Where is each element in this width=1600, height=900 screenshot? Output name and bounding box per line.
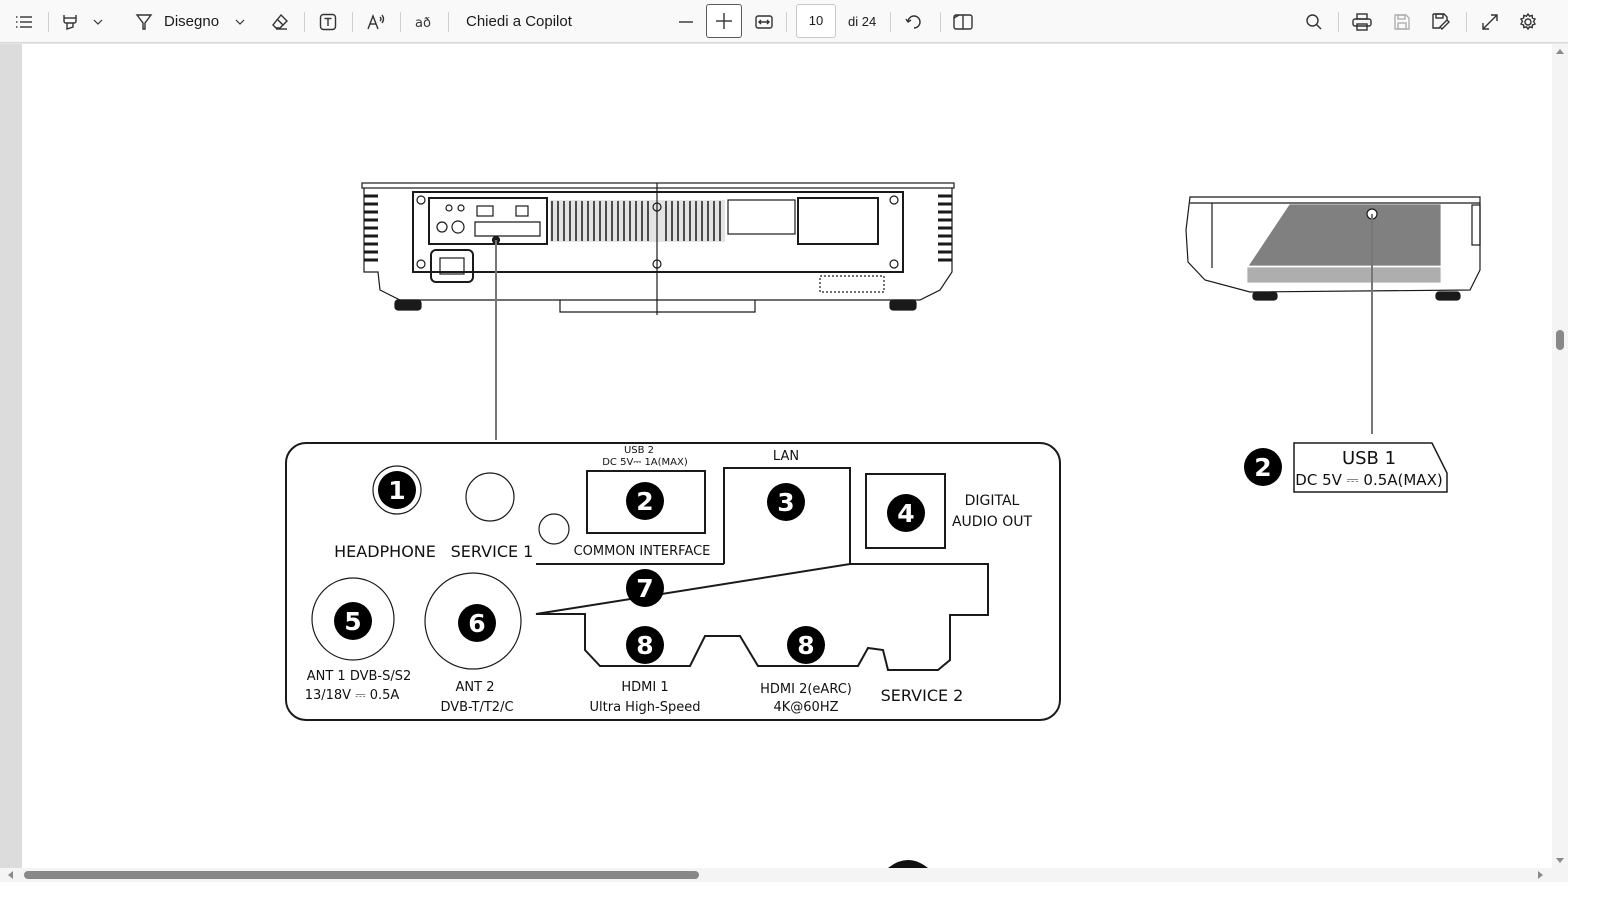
badge-5 [334,602,372,640]
badge-2-number: 2 [636,487,653,516]
badge-5-number: 5 [344,607,361,636]
toolbar-separator [890,12,891,32]
scroll-up-arrow-icon[interactable] [1556,49,1564,54]
label-hdmi2-resolution: 4K@60HZ [773,700,838,715]
badge-8-hdmi2 [787,626,825,664]
print-icon[interactable] [1350,0,1374,43]
projector-side-view [1185,196,1481,434]
label-usb1-power: DC 5V ⎓ 0.5A(MAX) [1295,471,1442,489]
label-ant1: ANT 1 DVB-S/S2 [307,669,412,684]
toolbar-separator [786,12,787,32]
svg-text:ð: ð [423,16,431,31]
toolbar-separator [1338,12,1339,32]
label-usb2-power: DC 5V⎓ 1A(MAX) [602,457,688,468]
horizontal-scrollbar[interactable] [0,868,1568,882]
pdf-page: 1 2 3 4 5 6 7 8 8 2 [22,44,1552,868]
draw-button[interactable]: Disegno [164,0,219,43]
label-usb2: USB 2 [624,445,654,456]
badge-4-number: 4 [897,499,914,528]
zoom-in-button[interactable] [706,4,742,38]
toolbar-separator [400,12,401,32]
connector-panel [285,442,1061,721]
projector-back-view [361,182,955,440]
vertical-scrollbar[interactable] [1552,44,1568,868]
toolbar-separator [940,12,941,32]
read-aloud-icon[interactable] [364,0,388,43]
label-common-interface: COMMON INTERFACE [574,544,711,559]
save-as-icon[interactable] [1428,0,1454,43]
label-service2: SERVICE 2 [881,686,964,705]
badge-6 [458,604,496,642]
page-gutter [0,44,22,868]
window-bottom-edge [0,882,1600,900]
badge-7-number: 7 [636,574,653,603]
label-audio-out: AUDIO OUT [952,514,1032,530]
horizontal-scroll-thumb[interactable] [24,871,699,879]
toolbar-separator [1466,12,1467,32]
label-ant2: ANT 2 [456,680,495,695]
fit-width-icon[interactable] [752,0,776,43]
save-icon[interactable] [1390,0,1414,43]
scroll-down-arrow-icon[interactable] [1556,858,1564,863]
toolbar-separator [48,12,49,32]
draw-label: Disegno [164,13,220,30]
draw-pen-icon[interactable] [132,0,156,43]
label-digital: DIGITAL [965,493,1020,509]
highlighter-chevron-down-icon[interactable] [90,0,106,43]
vertical-scroll-thumb[interactable] [1556,330,1564,350]
badge-6-number: 6 [468,609,485,638]
label-usb1: USB 1 [1342,448,1396,469]
page-view-icon[interactable] [950,0,976,43]
page-total-label: di 24 [848,14,877,29]
window-right-edge [1568,0,1600,900]
badge-2-side-number: 2 [1254,453,1271,482]
usb1-label-box [1293,442,1448,493]
label-service1: SERVICE 1 [451,542,534,561]
badge-2 [626,482,664,520]
label-ant2-standard: DVB-T/T2/C [440,700,513,715]
badge-8-hdmi2-number: 8 [797,631,814,660]
badge-7 [626,569,664,607]
toolbar-separator [304,12,305,32]
label-hdmi2: HDMI 2(eARC) [760,682,852,697]
page-number-input[interactable]: 10 [796,4,836,38]
label-ant1-power: 13/18V ⎓ 0.5A [305,688,400,703]
toolbar-separator [352,12,353,32]
svg-text:a: a [415,16,423,31]
draw-chevron-down-icon[interactable] [232,0,248,43]
zoom-in-icon [716,13,732,29]
zoom-out-icon[interactable] [674,0,698,43]
ask-copilot-label: Chiedi a Copilot [466,13,572,30]
text-box-icon[interactable] [316,0,340,43]
label-lan: LAN [773,449,799,464]
badge-8-hdmi1 [626,626,664,664]
badge-2-side [1244,448,1282,486]
connector-diagram: 1 2 3 4 5 6 7 8 8 2 [285,182,1481,868]
scroll-left-arrow-icon[interactable] [8,871,13,879]
highlighter-icon[interactable] [58,0,82,43]
eraser-icon[interactable] [268,0,292,43]
document-viewer: 1 2 3 4 5 6 7 8 8 2 [0,44,1552,868]
badge-8-hdmi1-number: 8 [636,631,653,660]
toolbar-separator [448,12,449,32]
next-figure-fragment [888,860,928,868]
label-hdmi1-speed: Ultra High-Speed [590,700,701,715]
label-headphone: HEADPHONE [334,542,436,561]
badge-4 [887,494,925,532]
ask-copilot-button[interactable]: Chiedi a Copilot [466,0,572,43]
label-hdmi1: HDMI 1 [621,680,668,695]
settings-gear-icon[interactable] [1516,0,1540,43]
badge-3-number: 3 [777,488,794,517]
rotate-icon[interactable] [902,0,926,43]
fullscreen-icon[interactable] [1478,0,1502,43]
badge-3 [767,483,805,521]
contents-list-icon[interactable] [12,0,36,43]
search-icon[interactable] [1302,0,1326,43]
scroll-right-arrow-icon[interactable] [1538,871,1543,879]
badge-1 [378,471,416,509]
badge-1-number: 1 [388,476,405,505]
